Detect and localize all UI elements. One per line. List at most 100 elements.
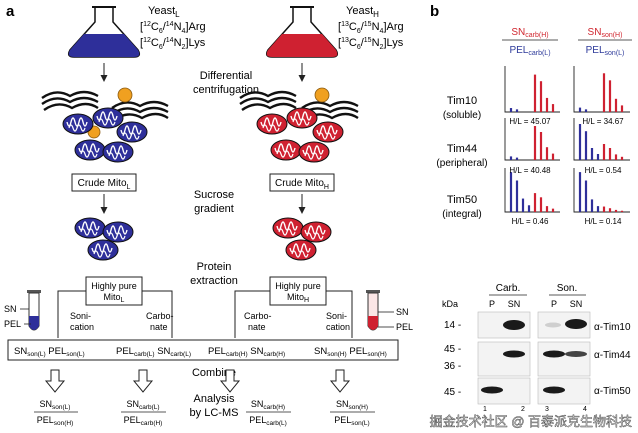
col1-denominator: PELcarb(L)	[509, 45, 550, 57]
band	[543, 350, 565, 358]
sonication-left-1: Soni-	[70, 311, 91, 321]
row1-ratio-son: H/L = 34.67	[582, 117, 624, 126]
blot-lane-number-3: 3	[545, 406, 549, 413]
ratio-3: SNcarb(H) PELcarb(L)	[246, 399, 291, 427]
row3-ratio-carb: H/L = 0.46	[512, 217, 549, 226]
tube-heavy-pel: PEL	[396, 322, 413, 332]
spectra-bars	[509, 73, 624, 212]
pure-mito-light-line2: MitoL	[104, 292, 125, 304]
row2-ratio-carb: H/L = 40.48	[509, 166, 551, 175]
band	[565, 351, 587, 357]
spectra-axes	[504, 66, 630, 213]
pure-mito-light-drawing	[74, 217, 134, 261]
pure-mito-heavy-line2: MitoH	[287, 292, 309, 304]
blot-lane3-p: P	[551, 299, 557, 309]
carbonate-left-1: Carbo-	[146, 311, 174, 321]
band	[545, 322, 561, 328]
carbonate-left-2: nate	[150, 322, 168, 332]
blot-carb-label: Carb.	[496, 283, 520, 294]
row3-class: (integral)	[442, 209, 481, 220]
ratio-1: SNson(L) PELson(H)	[34, 399, 78, 427]
step-sucrose: Sucrose	[194, 189, 234, 201]
col2-denominator: PELson(L)	[586, 45, 625, 57]
row1-ratio-carb: H/L = 45.07	[509, 117, 551, 126]
yeast-heavy-arg: [13C6/15N4]Arg	[338, 21, 404, 35]
blot-lane2-sn: SN	[508, 299, 521, 309]
panel-a-label: a	[6, 3, 15, 20]
blot-lane-number-1: 1	[483, 406, 487, 413]
blot-mw-45-bottom: 45 -	[444, 387, 461, 398]
ratio-4: SNson(H) PELson(L)	[330, 399, 375, 427]
down-arrow-icon	[44, 369, 66, 393]
blot-strip-tim44-son	[537, 341, 591, 377]
tube-light-pel: PEL	[4, 319, 21, 329]
hollow-arrows	[44, 369, 351, 393]
crude-mito-light-label: Crude MitoL	[78, 178, 131, 191]
fraction-4: SNson(H) PELson(H)	[314, 346, 387, 358]
svg-text:SNcarb(H): SNcarb(H)	[251, 399, 285, 411]
watermark: 掘金技术社区 @ 百泰派克生物科技	[430, 414, 632, 429]
blot-lane-number-4: 4	[583, 406, 587, 413]
svg-text:SNson(H): SNson(H)	[336, 399, 368, 411]
flask-heavy-icon	[265, 6, 339, 58]
blot-bands	[481, 319, 587, 394]
down-arrow-icon	[329, 369, 351, 393]
pure-mito-heavy-drawing	[272, 217, 332, 261]
tube-light-sn: SN	[4, 304, 17, 314]
svg-text:PELcarb(H): PELcarb(H)	[124, 415, 163, 427]
blot-mw-45-top: 45 -	[444, 344, 461, 355]
row2-class: (peripheral)	[436, 158, 487, 169]
svg-text:SNson(L): SNson(L)	[40, 399, 71, 411]
tube-heavy-sn: SN	[396, 307, 409, 317]
fractions-bar	[7, 339, 399, 361]
branch-lines	[57, 290, 353, 338]
carbonate-right-2: nate	[248, 322, 266, 332]
crude-mito-light-box	[71, 173, 137, 192]
svg-text:PELson(H): PELson(H)	[37, 415, 74, 427]
sonication-left-2: cation	[70, 322, 94, 332]
down-arrow-icon	[219, 369, 241, 393]
row1-protein: Tim10	[447, 95, 477, 107]
yeast-heavy-title: YeastH	[346, 5, 379, 19]
svg-text:PELcarb(L): PELcarb(L)	[249, 415, 287, 427]
fraction-2: PELcarb(L) SNcarb(L)	[116, 346, 191, 358]
band	[503, 350, 525, 358]
blot-strip-tim44-carb	[477, 341, 531, 377]
tube-light-icon	[27, 290, 41, 331]
col1-numerator: SNcarb(H)	[511, 27, 548, 39]
panel-b-label: b	[430, 3, 439, 20]
step-lcms: by LC-MS	[190, 407, 239, 419]
flask-light-icon	[67, 6, 141, 58]
yeast-light-lys: [12C6/14N2]Lys	[140, 37, 206, 51]
pure-mito-heavy-line1: Highly pure	[275, 281, 321, 291]
row1-class: (soluble)	[443, 110, 481, 121]
pure-mito-light-line1: Highly pure	[91, 281, 137, 291]
row2-ratio-son: H/L = 0.54	[585, 166, 622, 175]
crude-mito-heavy-box	[269, 173, 335, 192]
row2-protein: Tim44	[447, 143, 477, 155]
ratio-2: SNcarb(L) PELcarb(H)	[121, 399, 166, 427]
crude-mito-heavy-label: Crude MitoH	[275, 178, 329, 191]
step-analysis: Analysis	[194, 393, 235, 405]
row3-protein: Tim50	[447, 194, 477, 206]
blot-lane1-p: P	[489, 299, 495, 309]
band	[503, 320, 525, 330]
band	[565, 319, 587, 329]
blot-mw-14: 14 -	[444, 320, 461, 331]
step-gradient: gradient	[194, 203, 234, 215]
blot-lane4-sn: SN	[570, 299, 583, 309]
carbonate-right-1: Carbo-	[244, 311, 272, 321]
tube-heavy-icon	[366, 290, 380, 331]
col2-numerator: SNson(H)	[588, 27, 623, 39]
blot-mw-36: 36 -	[444, 361, 461, 372]
svg-text:PELson(L): PELson(L)	[334, 415, 369, 427]
yeast-light-arg: [12C6/14N4]Arg	[140, 21, 206, 35]
sonication-right-1: Soni-	[326, 311, 347, 321]
band	[481, 386, 503, 394]
step-combine: Combine	[192, 367, 236, 379]
blot-ab-tim50: α-Tim50	[594, 386, 631, 397]
cell-lysate-light	[40, 87, 170, 163]
blot-kda-label: kDa	[442, 299, 458, 309]
step-centrifugation: centrifugation	[193, 84, 259, 96]
